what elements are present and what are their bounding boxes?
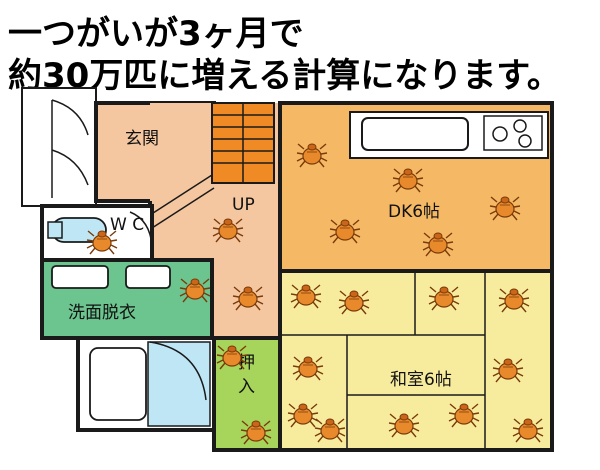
basin-icon — [125, 265, 171, 289]
label-closet-2: 入 — [238, 377, 255, 397]
stove-icon — [483, 115, 543, 151]
label-dk: DK6帖 — [388, 202, 440, 222]
label-japanese-room: 和室6帖 — [390, 370, 452, 390]
label-stairs-up: UP — [232, 195, 255, 215]
bathtub-icon — [89, 341, 211, 427]
balcony — [21, 87, 97, 207]
washer-icon — [51, 265, 109, 289]
headline-line-1: 一つがいが3ヶ月で — [8, 14, 304, 54]
door-icon — [51, 99, 89, 198]
label-washroom: 洗面脱衣 — [68, 303, 136, 323]
wc-door — [129, 211, 153, 247]
stairs — [149, 102, 275, 229]
label-entrance: 玄関 — [125, 129, 159, 149]
headline-line-2: 約30万匹に増える計算になります。 — [8, 56, 561, 96]
toilet-icon — [47, 217, 107, 243]
label-wc: W C — [110, 215, 144, 235]
